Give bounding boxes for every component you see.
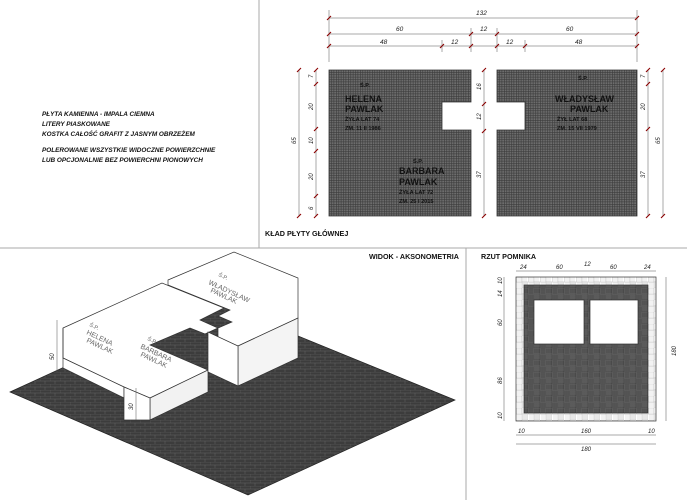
svg-text:ŻYŁ LAT 68: ŻYŁ LAT 68 — [557, 116, 587, 123]
inscription-wladyslaw: Ś.P. WŁADYSŁAW PAWLAK ŻYŁ LAT 68 ZM. 15 … — [555, 75, 614, 132]
note-polish-2: LUB OPCJONALNIE BEZ POWIERCHNI PIONOWYCH — [42, 157, 203, 164]
svg-text:PAWLAK: PAWLAK — [399, 177, 438, 187]
note-polish-1: POLEROWANE WSZYSTKIE WIDOCZNE POWIERZCHN… — [42, 147, 216, 154]
svg-text:60: 60 — [556, 265, 563, 271]
axonometric-view — [9, 251, 456, 496]
svg-text:16: 16 — [477, 83, 483, 90]
svg-text:60: 60 — [498, 319, 504, 326]
dim-48-left: 48 — [380, 39, 388, 46]
svg-text:10: 10 — [648, 429, 655, 435]
svg-text:BARBARA: BARBARA — [399, 166, 445, 176]
plan-view — [515, 276, 657, 422]
svg-text:Ś.P.: Ś.P. — [360, 82, 370, 89]
dim-60-right: 60 — [566, 26, 574, 33]
note-letters: LITERY PIASKOWANE — [42, 121, 110, 128]
svg-text:86: 86 — [498, 377, 504, 384]
svg-text:20: 20 — [641, 103, 647, 111]
svg-text:180: 180 — [672, 345, 678, 356]
svg-text:ŻYŁA LAT 74: ŻYŁA LAT 74 — [345, 116, 380, 123]
note-material: PŁYTA KAMIENNA - IMPALA CIEMNA — [42, 111, 155, 118]
slab-side-ticks — [296, 67, 666, 219]
axo-dim-50: 50 — [50, 353, 56, 360]
svg-text:65: 65 — [292, 137, 298, 144]
dim-12-b: 12 — [506, 39, 514, 46]
dim-12-mid: 12 — [480, 26, 488, 33]
svg-text:PAWLAK: PAWLAK — [345, 104, 384, 114]
svg-text:WŁADYSŁAW: WŁADYSŁAW — [555, 94, 614, 104]
svg-text:14: 14 — [498, 290, 504, 297]
slab-dimensions-sides — [298, 70, 664, 216]
right-monument-top — [167, 251, 299, 347]
svg-text:37: 37 — [641, 171, 647, 178]
inscription-helena: Ś.P. HELENA PAWLAK ŻYŁA LAT 74 ZM. 11 II… — [345, 82, 384, 132]
svg-text:65: 65 — [656, 137, 662, 144]
axo-dimensions — [56, 320, 137, 420]
svg-text:180: 180 — [581, 447, 592, 453]
svg-text:HELENA: HELENA — [345, 94, 383, 104]
slab-side-labels: 65 7 20 10 20 6 16 12 37 7 20 37 65 — [292, 74, 662, 210]
svg-text:Ś.P.: Ś.P. — [413, 158, 423, 165]
svg-text:12: 12 — [477, 113, 483, 120]
svg-text:Ś.P.: Ś.P. — [578, 75, 588, 82]
left-monument-face — [123, 386, 151, 421]
svg-text:Ś.P.: Ś.P. — [217, 271, 230, 283]
left-slab — [328, 69, 472, 217]
right-monument-front — [207, 331, 239, 387]
slab-dimensions-top — [328, 10, 638, 62]
svg-text:7: 7 — [309, 74, 315, 78]
svg-text:Ś.P.: Ś.P. — [146, 335, 159, 347]
svg-text:10: 10 — [309, 137, 315, 144]
note-cobble: KOSTKA CAŁOŚĆ GRAFIT Z JASNYM OBRZEŻEM — [42, 131, 195, 138]
svg-text:ZM. 11 II 1986: ZM. 11 II 1986 — [345, 126, 381, 132]
title-axonometric: WIDOK - AKSONOMETRIA — [369, 252, 459, 261]
dim-48-right: 48 — [575, 39, 583, 46]
svg-text:10: 10 — [498, 277, 504, 284]
slab-layout-drawing — [328, 69, 638, 217]
dim-12-a: 12 — [451, 39, 459, 46]
svg-text:6: 6 — [309, 206, 315, 210]
axo-dim-30: 30 — [129, 403, 135, 410]
svg-text:ZM. 25 I 2015: ZM. 25 I 2015 — [399, 199, 434, 205]
svg-text:ŻYŁA LAT 72: ŻYŁA LAT 72 — [399, 189, 433, 196]
svg-text:PAWLAK: PAWLAK — [570, 104, 609, 114]
dim-132: 132 — [476, 10, 487, 17]
plan-dimension-lines — [503, 270, 667, 445]
right-slab — [496, 69, 638, 217]
slab-dimension-ticks — [326, 15, 640, 49]
title-plan: RZUT POMNIKA — [481, 252, 537, 261]
plan-slab-window-right — [589, 299, 639, 345]
plan-dim-labels: 24 60 12 60 24 10 14 60 86 10 180 10 160… — [498, 262, 678, 453]
svg-text:7: 7 — [641, 74, 647, 78]
svg-text:10: 10 — [518, 429, 525, 435]
svg-text:Ś.P.: Ś.P. — [88, 321, 101, 333]
svg-text:24: 24 — [519, 265, 527, 271]
svg-text:12: 12 — [584, 262, 591, 268]
svg-text:ZM. 15 VII 1979: ZM. 15 VII 1979 — [557, 126, 597, 132]
svg-text:37: 37 — [477, 171, 483, 178]
dim-60-left: 60 — [396, 26, 404, 33]
svg-text:20: 20 — [309, 173, 315, 181]
svg-text:10: 10 — [498, 412, 504, 419]
svg-text:24: 24 — [643, 265, 651, 271]
inscription-barbara: Ś.P. BARBARA PAWLAK ŻYŁA LAT 72 ZM. 25 I… — [399, 158, 445, 205]
title-slab-layout: KŁAD PŁYTY GŁÓWNEJ — [265, 229, 349, 238]
plan-slab-window-left — [533, 299, 585, 345]
svg-text:20: 20 — [309, 103, 315, 111]
svg-text:60: 60 — [610, 265, 617, 271]
svg-text:160: 160 — [581, 429, 592, 435]
